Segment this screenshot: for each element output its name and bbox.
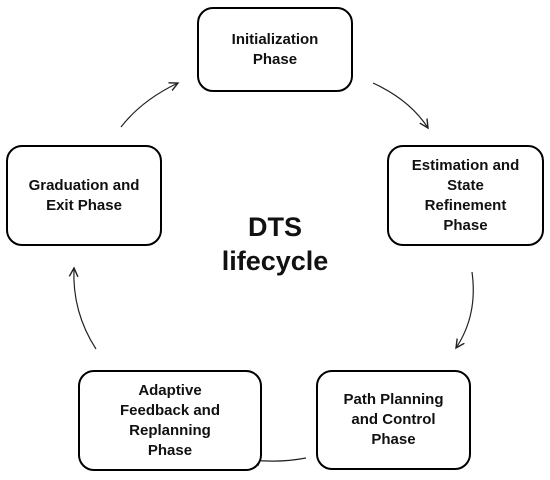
phase-label-adaptive-feedback: Adaptive Feedback and Replanning Phase [119,381,221,459]
diagram-center-title: DTS lifecycle [221,212,329,276]
arrow-graduation-to-initialization [120,83,178,128]
arrow-initialization-to-estimation [372,82,428,128]
phase-label-estimation: Estimation and State Refinement Phase [411,156,520,234]
phase-label-path-planning: Path Planning and Control Phase [343,391,444,448]
phase-box-adaptive-feedback: Adaptive Feedback and Replanning Phase [78,370,262,471]
arrow-estimation-to-path-planning [456,271,474,348]
phase-label-graduation: Graduation and Exit Phase [28,176,140,214]
phase-box-graduation: Graduation and Exit Phase [6,145,162,246]
phase-box-path-planning: Path Planning and Control Phase [316,370,471,470]
arrow-adaptive-feedback-to-graduation [74,268,97,350]
phase-label-initialization: Initialization Phase [231,30,319,68]
phase-box-estimation: Estimation and State Refinement Phase [387,145,544,246]
phase-box-initialization: Initialization Phase [197,7,353,92]
